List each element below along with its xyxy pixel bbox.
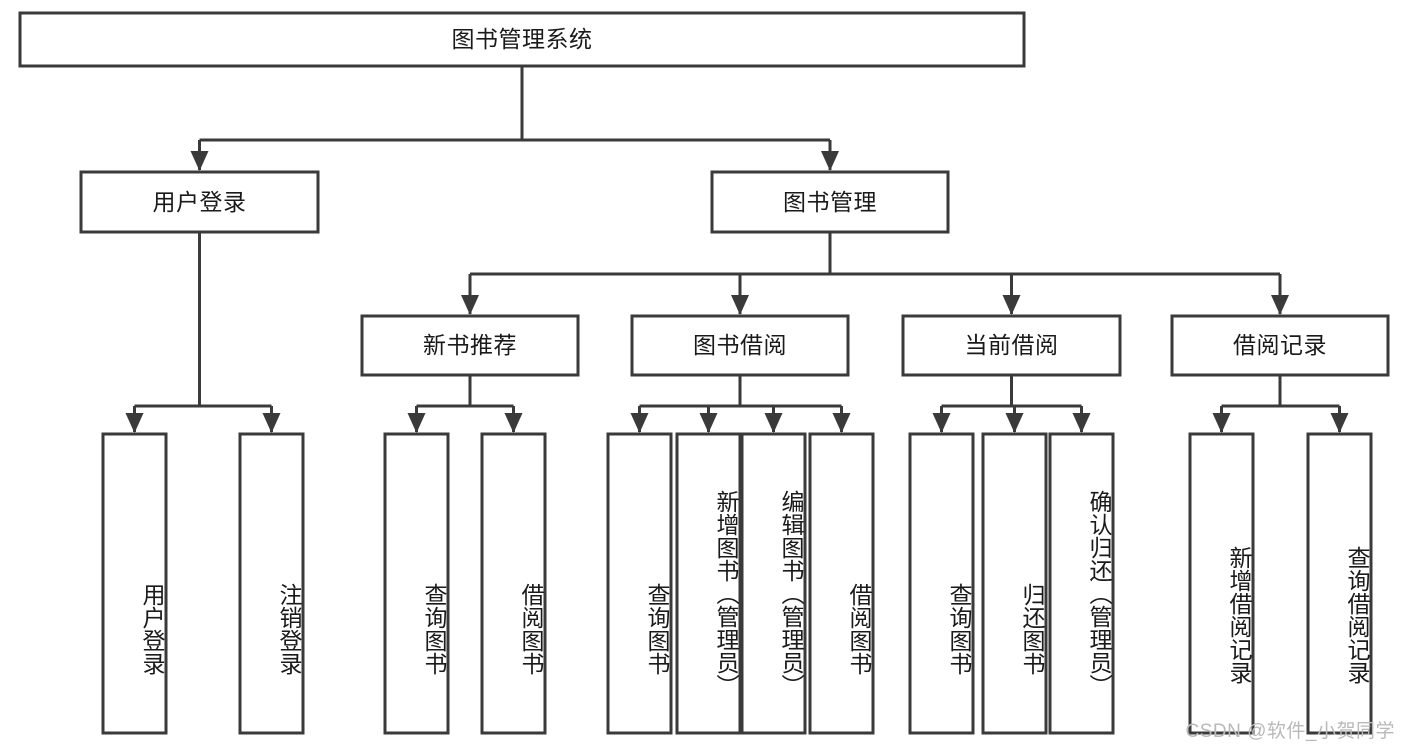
arrow-head-icon bbox=[262, 413, 281, 433]
arrow-head-icon bbox=[699, 413, 718, 433]
node-box-leaf-user-login[interactable] bbox=[101, 432, 168, 735]
arrow-head-icon bbox=[125, 413, 144, 433]
arrow-head-icon bbox=[1072, 413, 1091, 433]
node-box-leaf-add-record[interactable] bbox=[1188, 432, 1255, 735]
node-box-user-login[interactable] bbox=[79, 170, 320, 234]
connector-layer bbox=[125, 66, 1349, 433]
arrow-head-icon bbox=[190, 151, 209, 171]
watermark-text: CSDN @软件_小贺同学 bbox=[1185, 721, 1395, 742]
arrow-head-icon bbox=[1271, 295, 1289, 315]
node-box-current-borrow[interactable] bbox=[901, 314, 1122, 377]
arrow-head-icon bbox=[832, 413, 851, 433]
node-box-leaf-return-book[interactable] bbox=[981, 432, 1048, 735]
arrow-head-icon bbox=[504, 413, 523, 433]
arrow-head-icon bbox=[731, 295, 749, 315]
node-box-borrow-record[interactable] bbox=[1170, 314, 1390, 377]
arrow-head-icon bbox=[461, 295, 479, 315]
node-box-leaf-query-book-cur[interactable] bbox=[908, 432, 975, 735]
arrow-head-icon bbox=[764, 413, 783, 433]
arrow-head-icon bbox=[932, 413, 951, 433]
node-box-leaf-user-logout[interactable] bbox=[238, 432, 305, 735]
node-box-leaf-borrow-book[interactable] bbox=[808, 432, 875, 735]
arrow-head-icon bbox=[407, 413, 426, 433]
node-box-leaf-edit-book[interactable] bbox=[740, 432, 807, 735]
node-box-book-manage[interactable] bbox=[710, 170, 950, 234]
node-box-leaf-query-book-rec[interactable] bbox=[383, 432, 450, 735]
node-box-leaf-query-book-borrow[interactable] bbox=[606, 432, 673, 735]
arrow-head-icon bbox=[1002, 295, 1021, 315]
arrow-head-icon bbox=[1212, 413, 1231, 433]
arrow-head-icon bbox=[1005, 413, 1024, 433]
node-box-leaf-query-record[interactable] bbox=[1306, 432, 1373, 735]
node-box-root[interactable] bbox=[18, 11, 1026, 68]
node-box-book-borrow[interactable] bbox=[630, 314, 850, 377]
node-box-leaf-add-book[interactable] bbox=[675, 432, 742, 735]
node-box-leaf-borrow-book-rec[interactable] bbox=[480, 432, 547, 735]
node-box-layer bbox=[18, 11, 1390, 735]
arrow-head-icon bbox=[630, 413, 649, 433]
arrow-head-icon bbox=[821, 151, 839, 171]
node-box-leaf-confirm-return[interactable] bbox=[1048, 432, 1115, 735]
arrow-head-icon bbox=[1330, 413, 1349, 433]
node-box-new-book-rec[interactable] bbox=[360, 314, 580, 377]
